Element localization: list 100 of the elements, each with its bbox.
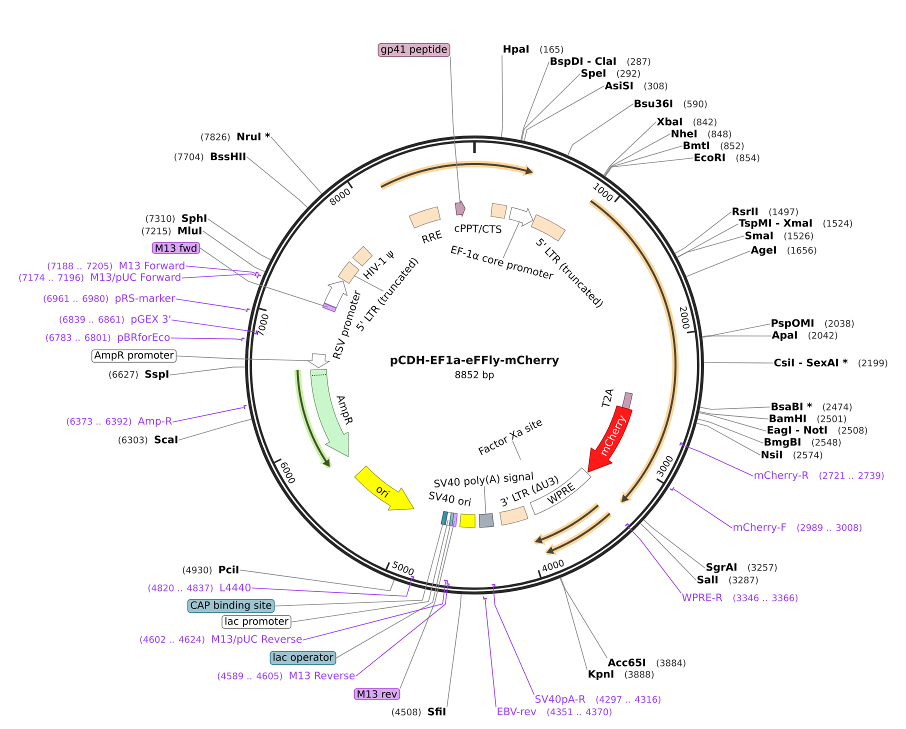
cut-site-label: (7310) SphI: [146, 214, 206, 224]
leader-line: [172, 320, 256, 332]
primer-label: (6373 .. 6392) Amp-R: [66, 417, 172, 427]
primer-label: (6839 .. 6861) pGEX 3': [60, 315, 170, 325]
primer-site-mark: [624, 523, 630, 526]
leader-line: [605, 158, 694, 177]
primer-label: (4820 .. 4837) L4440: [148, 584, 251, 592]
primer-label: (7174 .. 7196) M13/pUC Forward: [19, 273, 180, 283]
cut-site-label: TspMI - XmaI (1524): [738, 219, 852, 229]
leader-line: [560, 578, 608, 658]
feature-tag: CAP binding site: [187, 599, 275, 613]
feature-bar: [440, 511, 448, 526]
map-title: pCDH-EF1a-eFFly-mCherry: [390, 355, 559, 367]
leader-line: [178, 418, 252, 440]
leader-line: [484, 486, 486, 515]
tick-label: 2000: [680, 306, 690, 329]
leader-line: [702, 324, 770, 337]
cut-site-label: Bsu36I (590): [634, 100, 707, 108]
cut-site-label: EagI - NotI (2508): [768, 426, 868, 436]
leader-line: [644, 520, 706, 568]
feature-block: ori: [354, 466, 414, 510]
primer-site-mark: [482, 596, 488, 600]
leader-line: [674, 489, 732, 528]
primer-site-mark: [254, 330, 258, 334]
cut-site-label: (6303) ScaI: [118, 436, 178, 444]
leader-line: [176, 356, 313, 362]
primer-site-mark: [492, 584, 496, 588]
feature-tag: M13 rev: [354, 688, 400, 700]
leader-line: [520, 62, 550, 140]
leader-line: [246, 156, 308, 208]
primer-site-mark: [256, 274, 262, 278]
sequence-length: 8852 bp: [455, 370, 494, 380]
leader-line: [568, 104, 634, 156]
primer-label: mCherry-R (2721 .. 2739): [754, 471, 884, 481]
primer-site-mark: [444, 580, 448, 584]
primer-site-mark: [254, 272, 259, 276]
leader-line: [674, 212, 732, 254]
leader-line: [512, 440, 521, 460]
cut-site-label: (7704) BssHII: [174, 152, 246, 162]
cut-site-label: (7826) NruI *: [201, 132, 270, 142]
primer-label: mCherry-F (2989 .. 3008): [734, 523, 862, 533]
cut-site-label: PspOMI (2038): [772, 319, 854, 329]
leader-line: [604, 146, 682, 176]
leader-line: [502, 221, 520, 258]
leader-line: [696, 422, 760, 456]
tick-label: 7000: [256, 314, 268, 336]
cut-site-label: BspDI - ClaI (287): [550, 57, 650, 67]
leader-line: [500, 55, 504, 138]
leader-line: [702, 335, 772, 338]
leader-line: [604, 134, 670, 176]
leader-line: [485, 600, 496, 708]
feature-tag: gp41 peptide: [378, 43, 450, 57]
cut-site-label: XbaI (842): [656, 118, 716, 126]
leader-line: [400, 520, 455, 689]
cut-site-label: Acc65I (3884): [608, 658, 686, 668]
leader-line: [270, 136, 322, 194]
leader-line: [200, 248, 328, 308]
primer-label: (6783 .. 6801) pBRforEco: [46, 333, 170, 343]
tick-label: 5000: [392, 561, 414, 576]
leader-line: [681, 444, 754, 476]
feature-box: [478, 513, 494, 528]
leader-line: [676, 224, 738, 258]
cut-site-label: BmgBI (2548): [764, 438, 841, 448]
leader-line: [450, 56, 461, 205]
leader-line: [446, 594, 462, 708]
feature-bar: [322, 303, 336, 312]
leader-line: [686, 250, 750, 277]
primer-label: (4589 .. 4605) M13 Reverse: [218, 672, 355, 680]
leader-line: [252, 577, 412, 597]
feature-label: SV40 ori: [428, 492, 471, 506]
cut-site-label: AsiSI (308): [604, 82, 668, 90]
cut-site-label: NheI (848): [672, 130, 732, 138]
cut-site-label: (6627) SspI: [109, 370, 168, 380]
cut-site-label: BamHI (2501): [770, 414, 846, 424]
leader-line: [170, 338, 242, 340]
primer-label: (7188 .. 7205) M13 Forward: [48, 262, 184, 270]
leader-line: [603, 122, 656, 176]
cut-site-label: SgrAI (3257): [706, 563, 777, 573]
primer-label: SV40pA-R (4297 .. 4316): [535, 695, 660, 705]
cut-site-label: (7215) MluI: [142, 226, 202, 236]
leader-line: [524, 86, 604, 142]
leader-line: [697, 418, 764, 444]
feature-tag: AmpR promoter: [91, 349, 177, 363]
feature-tag: lac operator: [270, 651, 336, 665]
leader-line: [182, 274, 258, 278]
leader-line: [698, 412, 766, 432]
leader-line: [274, 519, 444, 606]
leader-line: [208, 218, 271, 260]
cut-site-label: KpnI (3888): [588, 670, 654, 680]
primer-site-mark: [679, 442, 684, 446]
cut-site-label: SalI (3287): [698, 576, 758, 584]
primer-label: EBV-rev (4351 .. 4370): [498, 708, 612, 716]
leader-line: [677, 236, 744, 258]
feature-block: [454, 200, 466, 217]
primer-site-mark: [670, 487, 674, 491]
leader-line: [626, 525, 682, 594]
cut-site-label: CsiI - SexAI * (2199): [774, 358, 888, 368]
cut-site-label: SpeI (292): [582, 69, 640, 79]
tick-label: 6000: [280, 462, 295, 484]
feature-tag: M13 fwd: [152, 242, 200, 254]
